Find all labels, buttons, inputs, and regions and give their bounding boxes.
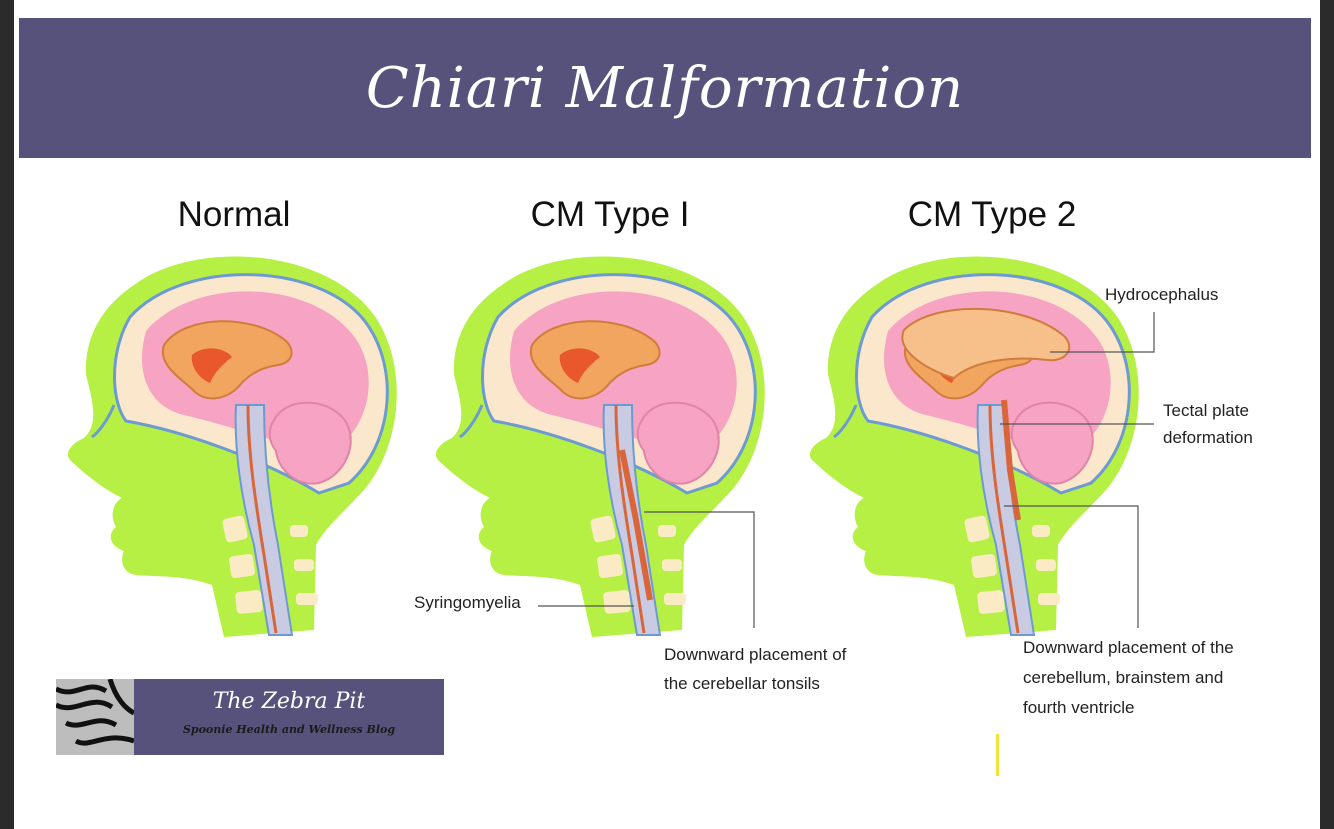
label-tectal-line1: Tectal plate: [1163, 401, 1249, 420]
head-type1: [434, 254, 767, 639]
head-normal: [66, 254, 399, 639]
zebra-pit-badge: The Zebra Pit Spoonie Health and Wellnes…: [56, 679, 444, 755]
banner-title: Chiari Malformation: [365, 56, 965, 121]
label-tectal-line2: deformation: [1163, 428, 1253, 447]
label-hydrocephalus: Hydrocephalus: [1105, 285, 1219, 304]
label-tonsils-line2: the cerebellar tonsils: [664, 674, 820, 693]
diagram-canvas: [66, 254, 1155, 639]
page: Chiari Malformation Normal CM Type I CM …: [14, 0, 1320, 829]
zebra-image: [56, 679, 134, 755]
label-type2-line1: Downward placement of the: [1023, 638, 1234, 657]
yellow-marker: [996, 734, 999, 776]
label-type2-line2: cerebellum, brainstem and: [1023, 668, 1224, 687]
head-type2: [808, 254, 1141, 639]
panel-title-type2: CM Type 2: [907, 195, 1077, 234]
badge-subtitle: Spoonie Health and Wellness Blog: [182, 723, 396, 736]
label-syringomyelia: Syringomyelia: [414, 593, 521, 612]
badge-title: The Zebra Pit: [212, 689, 366, 714]
label-type2-line3: fourth ventricle: [1023, 698, 1135, 717]
panel-title-normal: Normal: [177, 195, 291, 234]
leader-lines: [538, 312, 1155, 628]
title-banner: Chiari Malformation: [19, 18, 1311, 158]
panel-title-type1: CM Type I: [530, 195, 690, 234]
label-tonsils-line1: Downward placement of: [664, 645, 847, 664]
